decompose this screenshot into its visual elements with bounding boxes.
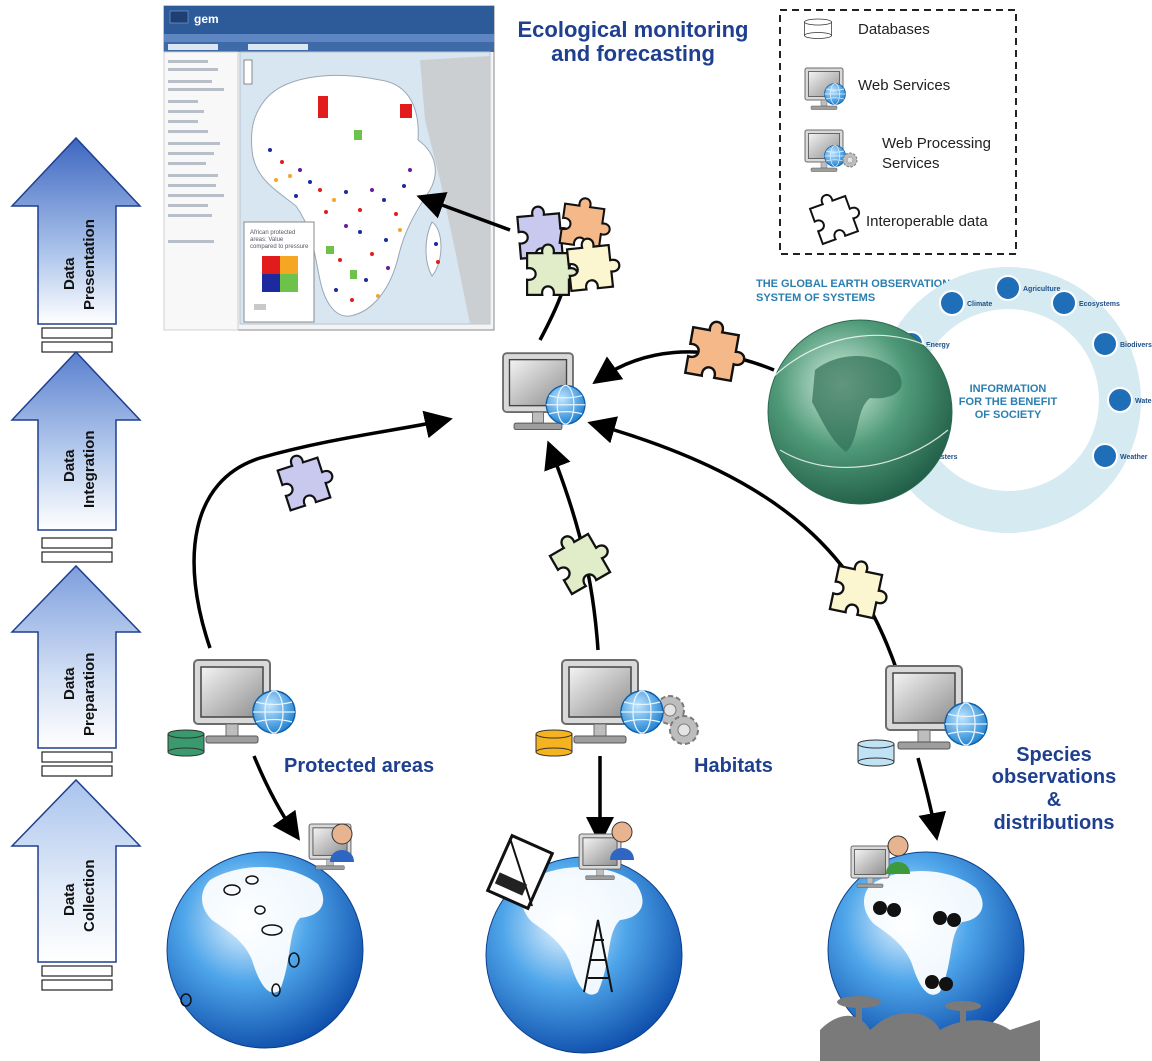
sector-label: Energy <box>926 342 950 349</box>
arrow-species-down <box>916 757 947 841</box>
antenna-icon <box>583 919 613 993</box>
sector-label: Water <box>1135 398 1152 405</box>
puzzle-icon <box>544 520 619 596</box>
stage-label-line1: Data <box>61 449 78 482</box>
satellite-icon <box>485 833 555 911</box>
geoss-center-line1: INFORMATION <box>970 383 1047 395</box>
legend-databases: Databases <box>858 21 930 38</box>
geoss-center-line3: OF SOCIETY <box>975 409 1042 421</box>
legend-interoperable: Interoperable data <box>866 213 988 230</box>
stage-label-line2: Integration <box>81 431 98 509</box>
species-globe <box>820 835 1040 1061</box>
map-legend-line1: African protected <box>250 230 295 236</box>
arrow-to-map <box>416 192 511 232</box>
species-computer-icon <box>857 665 988 767</box>
geoss-center-line2: FOR THE BENEFIT <box>959 396 1058 408</box>
puzzle-icon <box>828 555 894 622</box>
eco-title-line1: Ecological monitoring <box>517 17 748 42</box>
geoss-graphic: THE GLOBAL EARTH OBSERVATION SYSTEM OF S… <box>756 267 1152 533</box>
stage-arrow-preparation: Data Preparation <box>10 564 142 777</box>
binoculars-icon <box>873 901 961 991</box>
portal-screenshot: gem <box>163 5 495 331</box>
legend-wps-line1: Web Processing <box>882 135 991 152</box>
species-label-line4: distributions <box>993 812 1114 834</box>
portal-logo: gem <box>194 12 219 26</box>
species-label-line2: observations <box>992 766 1116 788</box>
eco-title-line2: and forecasting <box>551 41 715 66</box>
map-legend-line3: compared to pressure <box>250 244 309 250</box>
sector-icon <box>939 290 965 317</box>
sector-label: Biodiversity <box>1120 342 1152 349</box>
map-legend-line2: areas: Value <box>250 237 284 243</box>
stage-label-line2: Collection <box>81 859 98 932</box>
puzzle-icon <box>273 445 340 512</box>
sector-icon <box>1051 290 1077 317</box>
arrow-protected-down <box>252 755 301 841</box>
protected-computer-icon <box>167 659 296 757</box>
stage-arrow-presentation: Data Presentation <box>10 136 142 353</box>
arrow-habitats-to-center <box>544 440 600 651</box>
arrow-geoss-to-center <box>592 350 775 385</box>
sector-label: Climate <box>967 301 992 308</box>
sector-label: Ecosystems <box>1079 301 1120 308</box>
stage-label-line2: Presentation <box>81 219 98 310</box>
arrow-species-to-center <box>587 416 898 669</box>
sector-label: Disasters <box>926 454 958 461</box>
database-icon <box>804 18 832 39</box>
stage-arrow-integration: Data Integration <box>10 350 142 563</box>
legend-wps-line2: Services <box>882 155 940 172</box>
species-label-line3: & <box>1047 789 1061 811</box>
habitats-globe <box>485 821 683 1054</box>
stage-label-line1: Data <box>61 667 78 700</box>
stage-label-line2: Preparation <box>81 653 98 736</box>
sector-icon <box>1091 331 1118 357</box>
puzzle-icon <box>684 316 751 384</box>
wildlife-silhouette <box>820 996 1040 1061</box>
sector-label: Agriculture <box>1023 286 1060 293</box>
stage-arrow-collection: Data Collection <box>10 778 142 991</box>
sector-icon <box>1107 387 1133 413</box>
sector-label: Weather <box>1120 454 1148 461</box>
species-label-line1: Species <box>1016 744 1092 766</box>
legend-box: Databases Web Services Web Processing Se… <box>779 9 1017 255</box>
sector-icon <box>1091 443 1118 469</box>
protected-globe <box>166 823 364 1049</box>
integration-computer-icon <box>502 352 586 431</box>
stage-label-line1: Data <box>61 883 78 916</box>
geoss-header-line1: THE GLOBAL EARTH OBSERVATION <box>756 278 950 290</box>
arrow-protected-to-center <box>192 410 453 649</box>
protected-areas-label: Protected areas <box>284 755 434 777</box>
sector-icon <box>995 275 1021 301</box>
stage-label-line1: Data <box>61 257 78 290</box>
habitats-label: Habitats <box>694 755 773 777</box>
geoss-header-line2: SYSTEM OF SYSTEMS <box>756 292 875 304</box>
habitats-computer-icon <box>535 659 699 757</box>
legend-web-services: Web Services <box>858 77 950 94</box>
